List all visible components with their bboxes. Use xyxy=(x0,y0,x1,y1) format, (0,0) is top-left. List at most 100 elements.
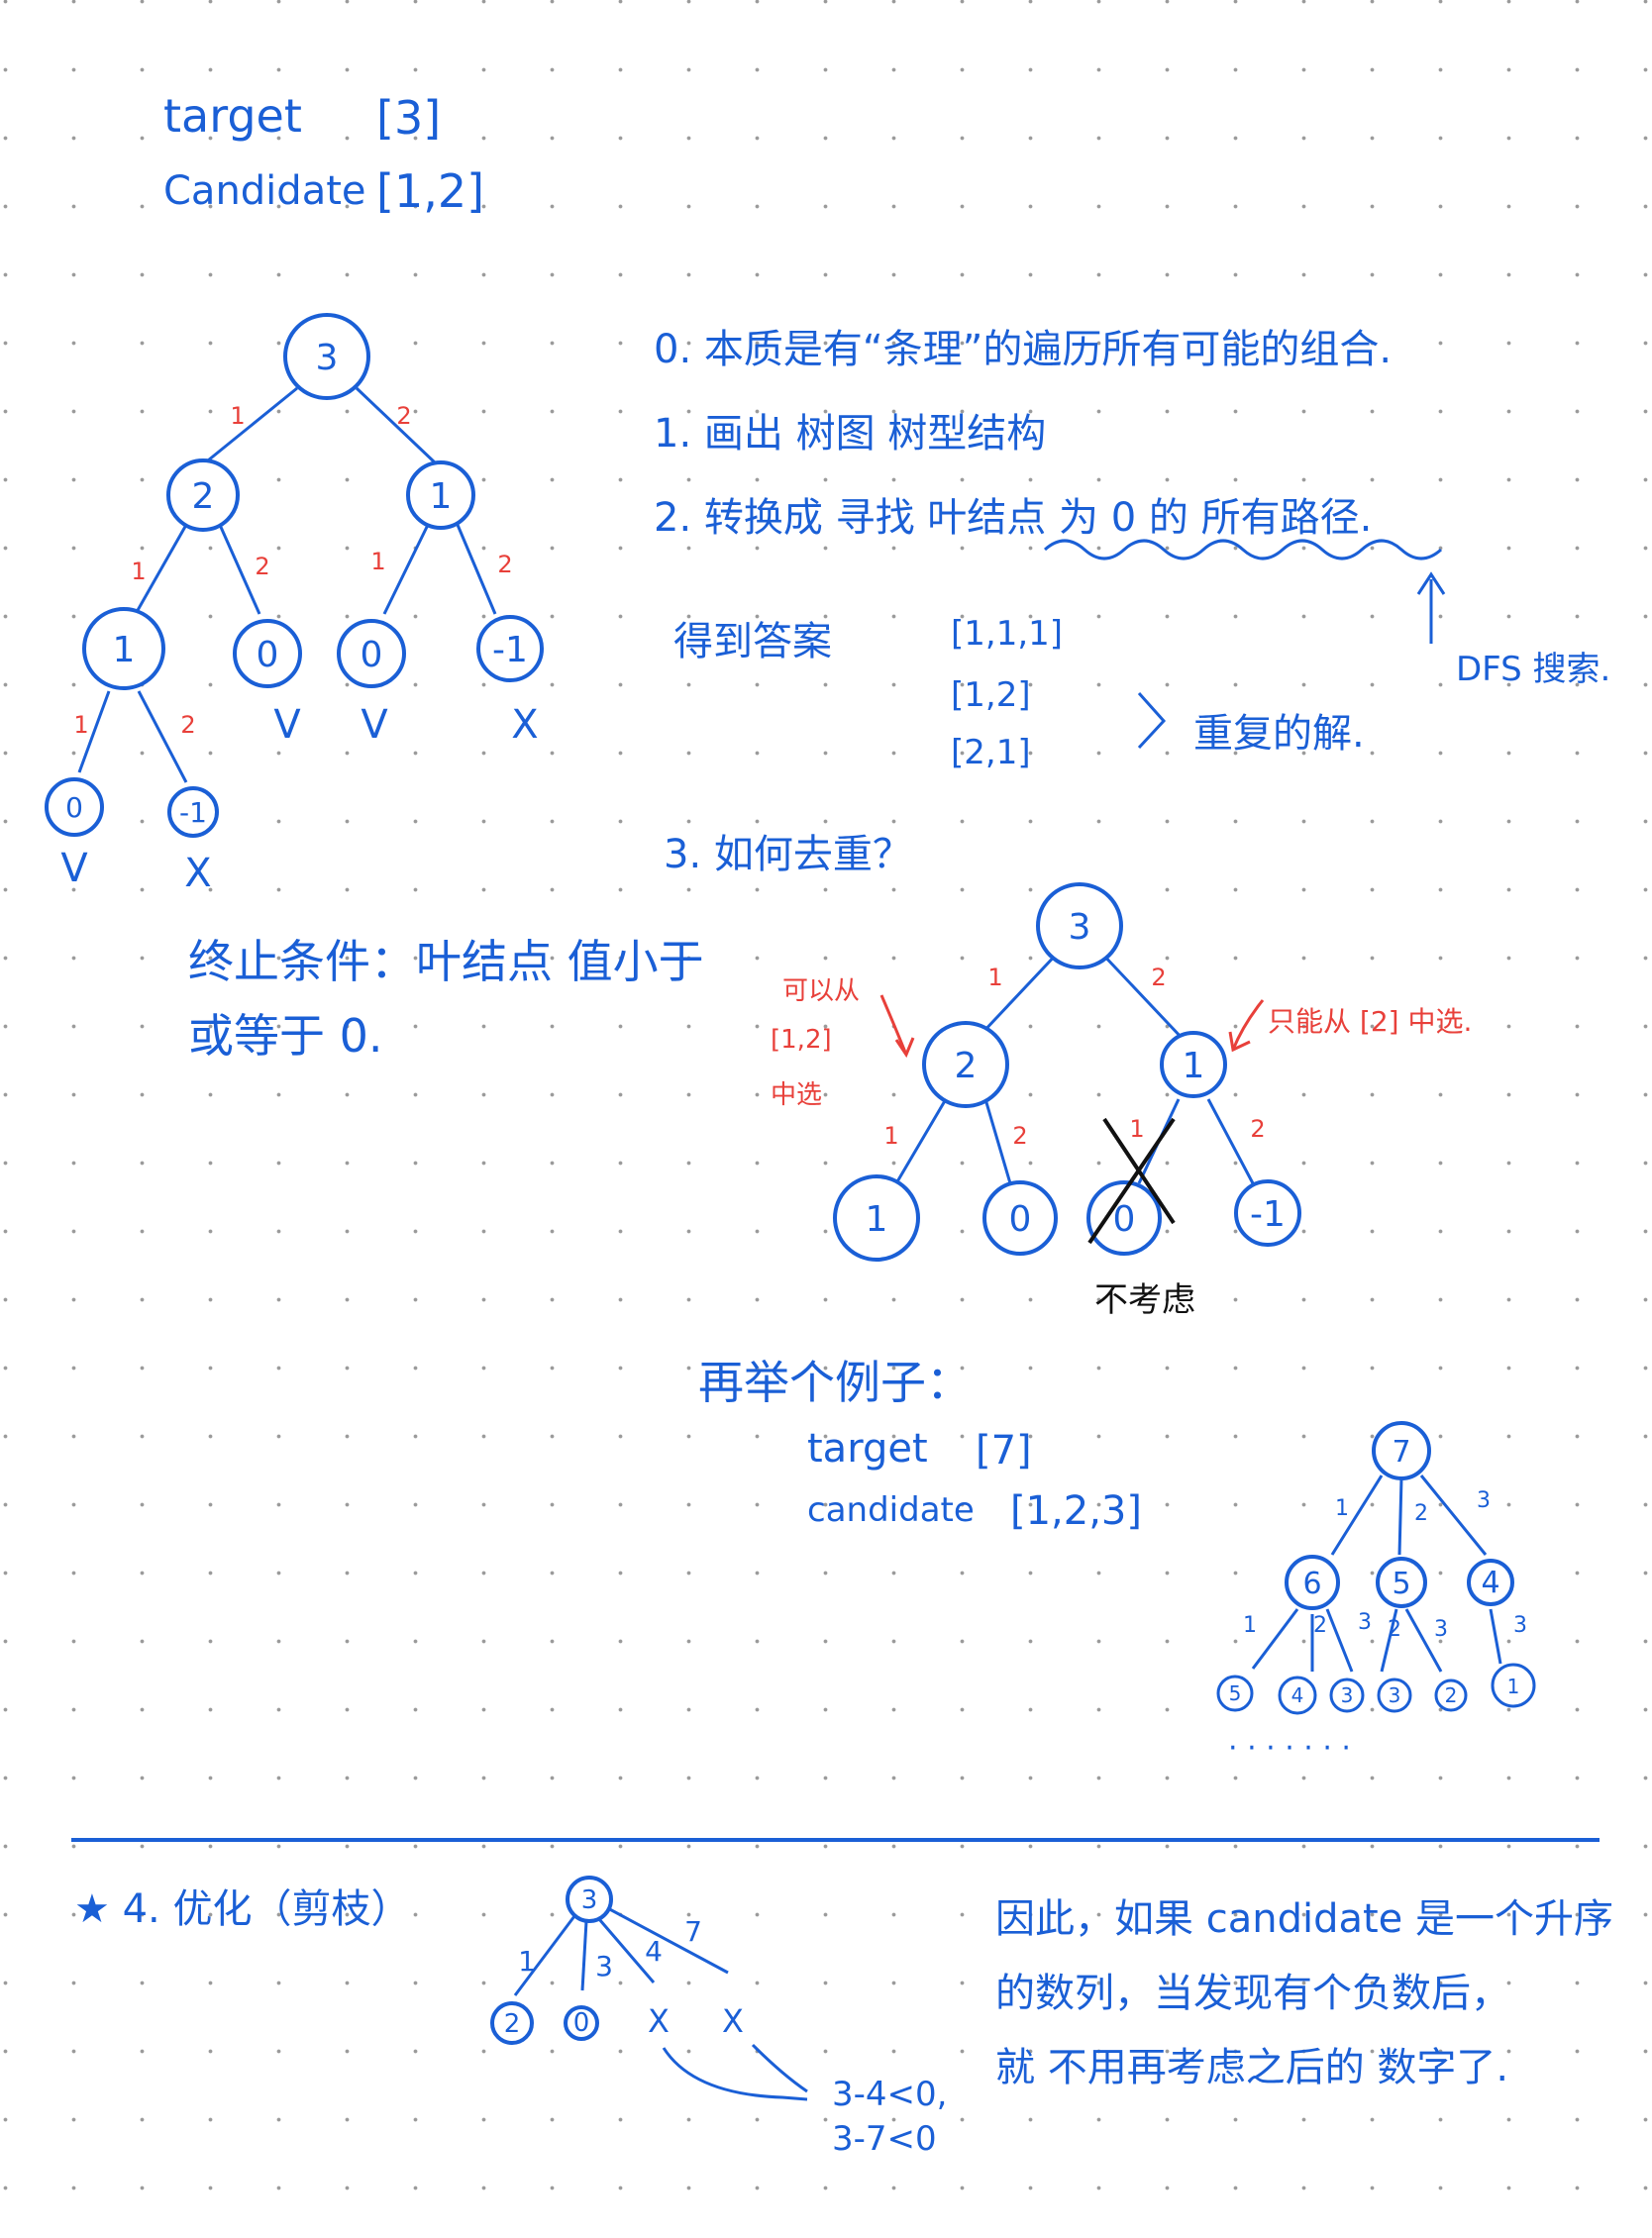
ex2-l1-c: 4 xyxy=(1481,1566,1499,1600)
ex2-edge-4: 1 xyxy=(1243,1613,1257,1638)
optimization-note-2: 的数列，当发现有个负数后， xyxy=(995,1971,1510,2016)
tree1-edge-6: 2 xyxy=(497,551,512,578)
tree1-node-1 xyxy=(406,460,475,530)
dedupe-left-arrow xyxy=(879,994,908,1056)
answer-2: [1,2] xyxy=(951,675,1031,715)
dedupe-l2-a: 1 xyxy=(866,1199,888,1240)
leaf-underline xyxy=(1043,539,1443,560)
ex2-l2-e: 2 xyxy=(1445,1683,1458,1707)
dedupe-edge-2: 2 xyxy=(1151,964,1166,991)
tree1-node-2 xyxy=(166,458,240,532)
dedupe-left-note-3: 中选 xyxy=(771,1080,823,1110)
opt-node-root xyxy=(566,1876,613,1923)
dedupe-edge-6: 2 xyxy=(1250,1115,1265,1143)
ex2-edge-7: 2 xyxy=(1388,1617,1401,1642)
tree1-l3-a: 0 xyxy=(65,791,83,824)
tree1-node-0b xyxy=(337,619,406,688)
example2-candidate-value: [1,2,3] xyxy=(1010,1488,1142,1534)
opt-edge-2: 3 xyxy=(595,1950,613,1983)
tree1-node-root xyxy=(283,313,370,400)
opt-child-1: 2 xyxy=(504,2009,521,2039)
termination-line-2: 或等于 0. xyxy=(188,1009,383,1063)
dedupe-heading: 3. 如何去重？ xyxy=(664,832,912,877)
tree1-edge-4: 2 xyxy=(255,553,269,580)
ex2-leaf-6 xyxy=(1491,1663,1536,1708)
dedupe-right-arrow xyxy=(1231,999,1265,1051)
dedupe-node-neg1 xyxy=(1234,1179,1301,1247)
tree1-l3-b: -1 xyxy=(179,796,207,829)
dedupe-edge-4: 2 xyxy=(1012,1122,1027,1150)
opt-edge-3: 4 xyxy=(645,1935,663,1968)
tree1-mark-5: X xyxy=(184,851,211,896)
dedupe-cross-note: 不考虑 xyxy=(1094,1280,1195,1320)
tree1-mark-2: V xyxy=(361,702,388,748)
opt-node-2 xyxy=(490,2001,534,2045)
tree1-mark-3: X xyxy=(511,702,538,748)
example2-candidate-label: candidate xyxy=(807,1490,975,1530)
tree1-l1-a: 2 xyxy=(192,476,215,517)
optimization-heading: ★ 4. 优化（剪枝） xyxy=(74,1886,411,1932)
tree1-edge-3: 1 xyxy=(131,558,146,585)
ex2-leaf-3 xyxy=(1329,1678,1365,1713)
ex2-edge-9: 3 xyxy=(1513,1613,1527,1638)
termination-line-1: 终止条件：叶结点 值小于 xyxy=(188,935,704,988)
dedupe-node-root xyxy=(1036,882,1123,969)
tree1-edge-8: 2 xyxy=(180,711,195,739)
tree1-root-text: 3 xyxy=(316,338,339,378)
opt-root-text: 3 xyxy=(581,1885,598,1915)
ex2-edge-6: 3 xyxy=(1358,1610,1372,1635)
ex2-edge-2: 2 xyxy=(1414,1501,1428,1526)
ex2-node-root xyxy=(1372,1421,1431,1480)
answer-3: [2,1] xyxy=(951,733,1031,772)
optimization-note-1: 因此，如果 candidate 是一个升序 xyxy=(995,1896,1613,1942)
dedupe-l1-a: 2 xyxy=(955,1046,978,1086)
step-1: 1. 画出 树图 树型结构 xyxy=(654,411,1047,457)
dfs-note: DFS 搜索. xyxy=(1456,650,1611,689)
optimization-note-3: 就 不用再考虑之后的 数字了. xyxy=(995,2045,1509,2090)
opt-edge-1: 1 xyxy=(518,1945,536,1978)
ex2-leaf-1 xyxy=(1216,1675,1254,1712)
optimization-calc-1: 3-4<0, xyxy=(832,2075,948,2114)
ex2-leaf-2 xyxy=(1278,1676,1317,1715)
tree1-edge-1: 1 xyxy=(230,402,245,430)
tree1-node-neg1 xyxy=(476,615,544,682)
tree1-mark-1: V xyxy=(273,702,301,748)
ex2-ellipsis: · · · · · · · xyxy=(1228,1731,1351,1766)
opt-pointer-1 xyxy=(662,2047,808,2101)
dedupe-node-0b xyxy=(1086,1180,1162,1256)
dedupe-node-1b xyxy=(833,1174,920,1262)
dedupe-edge-3: 1 xyxy=(883,1122,898,1150)
opt-child-3: X xyxy=(648,2002,670,2040)
opt-edge-4: 7 xyxy=(684,1915,702,1948)
dedupe-node-2 xyxy=(922,1021,1009,1108)
target-label: target xyxy=(163,89,302,143)
dedupe-right-note: 只能从 [2] 中选. xyxy=(1268,1005,1473,1038)
example2-heading: 再举个例子： xyxy=(698,1356,972,1409)
ex2-edge-3: 3 xyxy=(1477,1488,1491,1513)
dedupe-l2-b: 0 xyxy=(1009,1199,1032,1240)
opt-node-0 xyxy=(564,2005,599,2041)
dedupe-l2-d: -1 xyxy=(1250,1194,1286,1235)
tree1-node-0c xyxy=(45,777,104,837)
tree1-l2-d: -1 xyxy=(492,630,528,670)
candidate-label: Candidate xyxy=(163,168,366,214)
tree1-node-1b xyxy=(82,607,165,690)
duplicate-note: 重复的解. xyxy=(1193,711,1365,757)
tree1-node-neg1b xyxy=(167,786,219,838)
dedupe-edge-1: 1 xyxy=(987,964,1002,991)
ex2-l2-a: 5 xyxy=(1229,1681,1242,1705)
example2-target-value: [7] xyxy=(976,1428,1032,1474)
ex2-node-5 xyxy=(1376,1557,1427,1608)
ex2-node-6 xyxy=(1285,1555,1340,1610)
tree1-node-0a xyxy=(233,619,302,688)
ex2-edge-8: 3 xyxy=(1434,1617,1448,1642)
ex2-edge-5: 2 xyxy=(1313,1613,1327,1638)
opt-child-2: 0 xyxy=(573,2008,590,2038)
opt-pointer-2 xyxy=(751,2043,808,2093)
ex2-l2-c: 3 xyxy=(1341,1683,1354,1707)
candidate-value: [1,2] xyxy=(376,164,485,218)
dedupe-left-note-1: 可以从 xyxy=(782,976,861,1006)
ex2-l1-b: 5 xyxy=(1392,1567,1410,1601)
tree1-mark-4: V xyxy=(60,846,88,891)
